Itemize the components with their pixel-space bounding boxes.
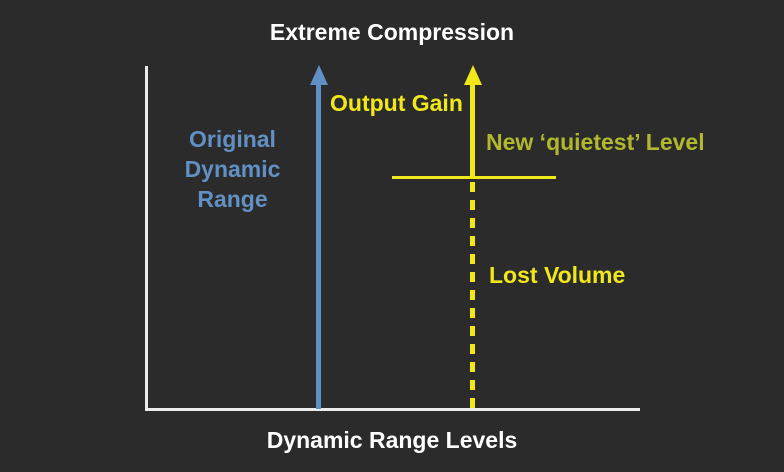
original-dynamic-range-label-line2: Dynamic [184,156,281,182]
output-gain-arrowhead-up-icon [464,65,482,85]
original-dynamic-range-label-line3: Range [197,186,268,212]
diagram-title: Extreme Compression [269,19,515,45]
x-axis-line [145,408,640,411]
output-gain-arrow-shaft [470,83,475,178]
lost-volume-label: Lost Volume [489,262,626,288]
new-quietest-level-line [392,176,556,179]
original-dynamic-range-label: Original Dynamic Range [150,124,315,214]
original-range-arrow-shaft [316,83,321,409]
new-quietest-level-label: New ‘quietest’ Level [486,129,705,155]
original-dynamic-range-label-line1: Original [189,126,276,152]
lost-volume-dashed-line [470,182,475,409]
original-range-arrowhead-up-icon [310,65,328,85]
output-gain-label: Output Gain [330,90,463,116]
y-axis-line [145,66,148,411]
x-axis-title: Dynamic Range Levels [266,427,518,453]
